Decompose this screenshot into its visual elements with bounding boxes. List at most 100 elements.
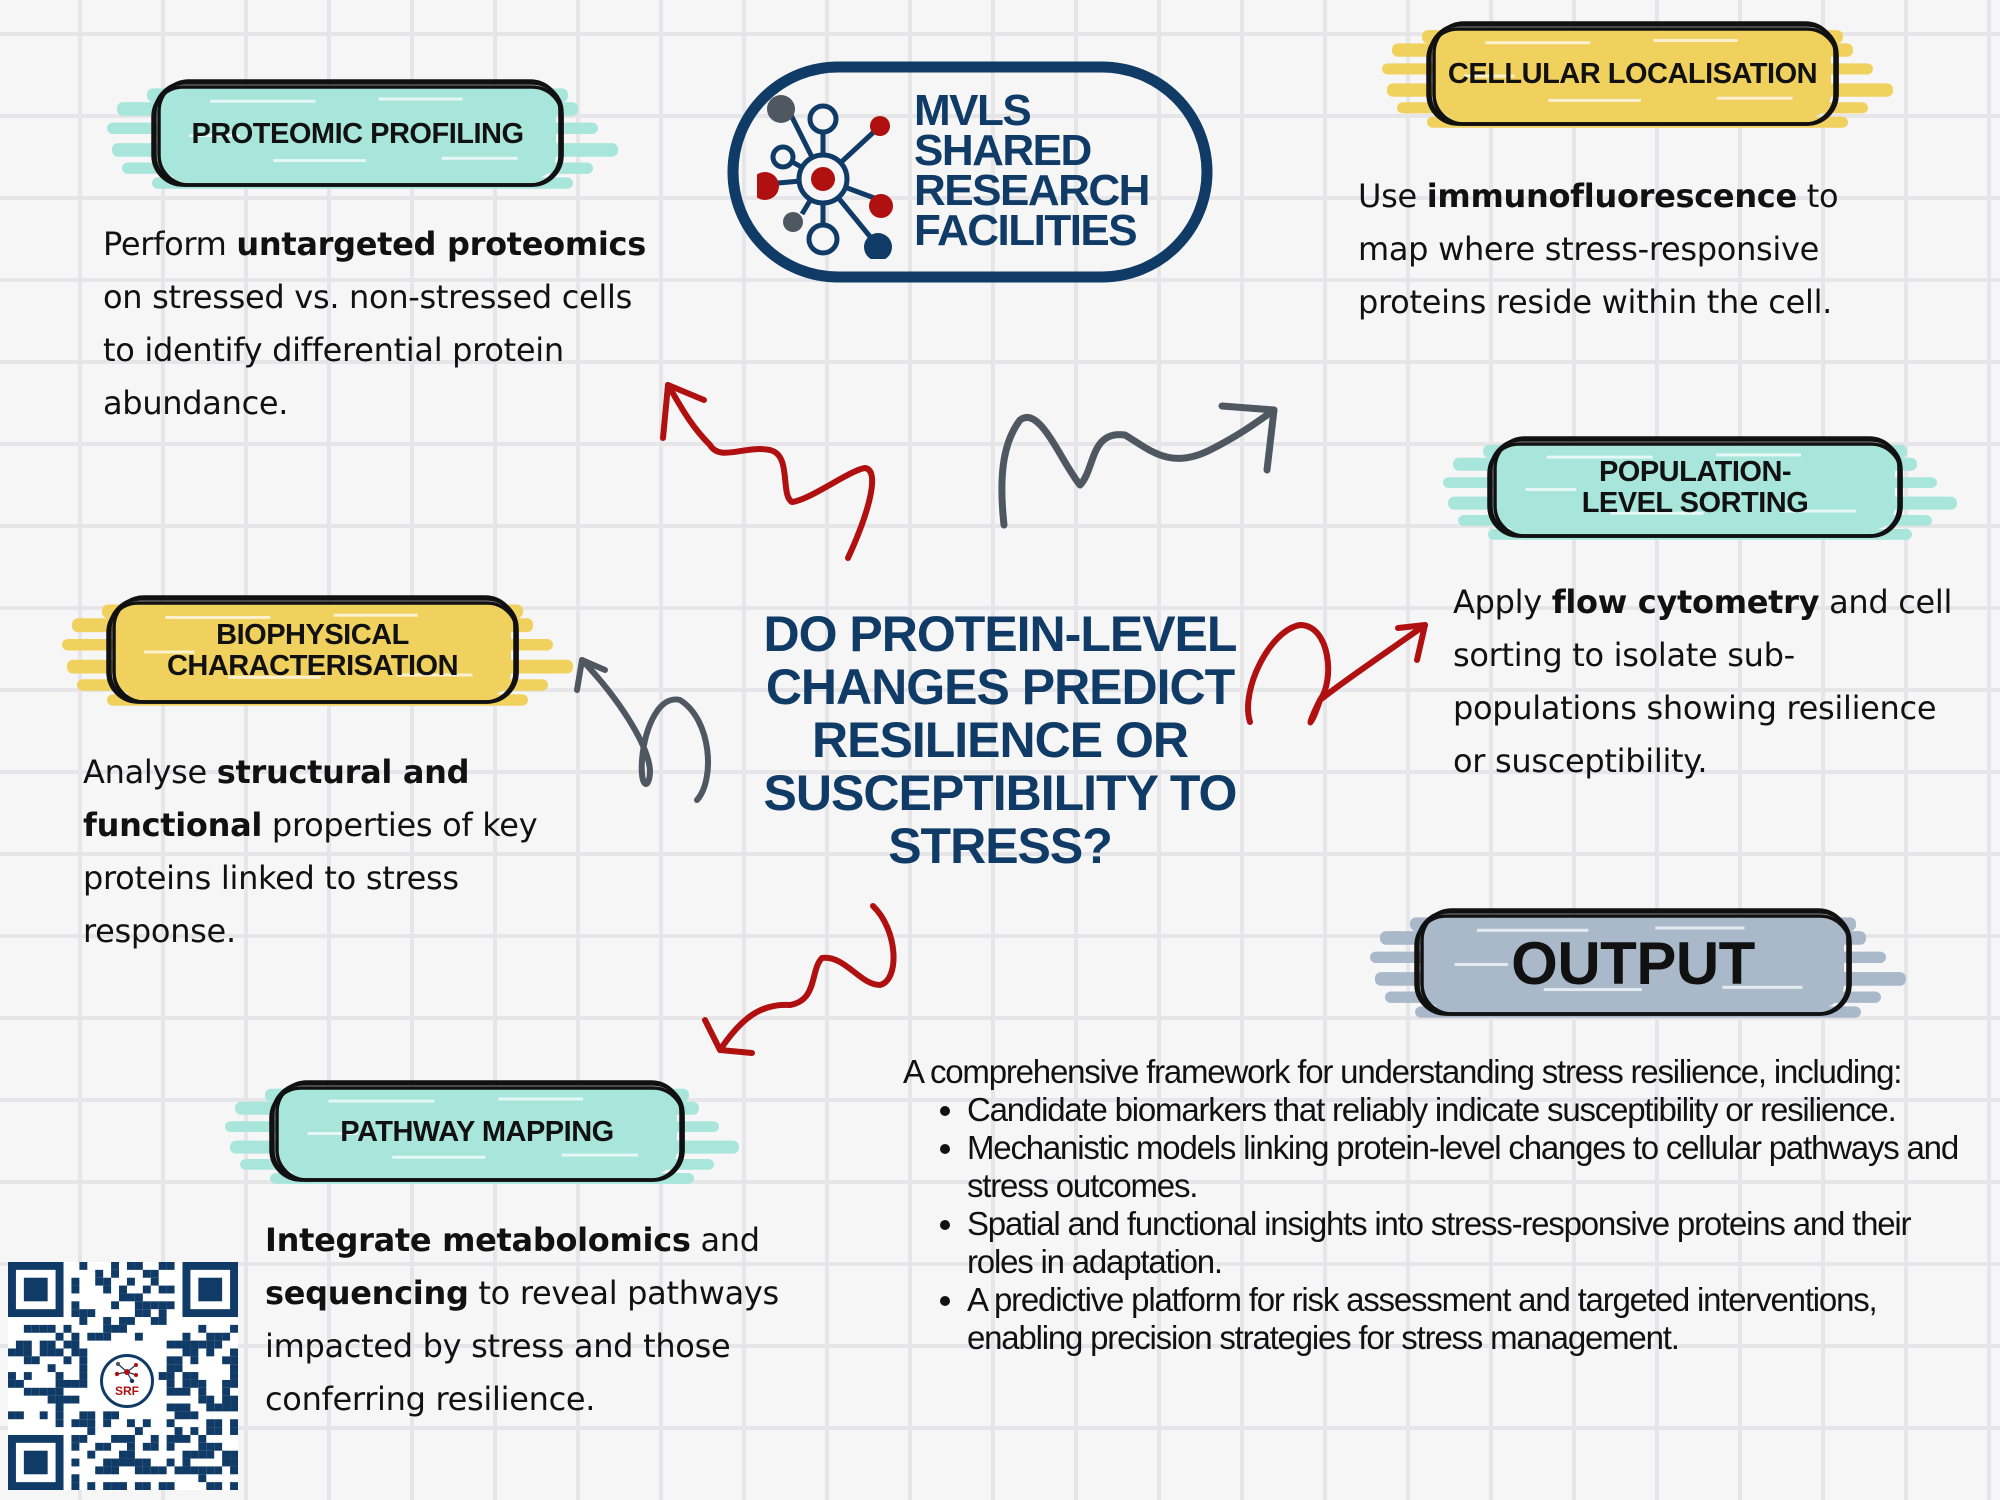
qr-module — [55, 1387, 64, 1396]
qr-module — [55, 1348, 64, 1357]
qr-module — [95, 1466, 104, 1475]
brush-fill — [114, 603, 511, 696]
brush-streak — [165, 616, 271, 619]
qr-module — [126, 1293, 135, 1302]
qr-module — [214, 1340, 223, 1349]
qr-module — [182, 1379, 191, 1388]
qr-module — [126, 1442, 135, 1451]
qr-module — [111, 1301, 120, 1310]
brush-streak — [1779, 509, 1857, 513]
qr-module — [190, 1348, 199, 1357]
central-question: Do protein-level changes predict resilie… — [763, 606, 1238, 874]
qr-module — [230, 1379, 238, 1388]
qr-module — [158, 1372, 167, 1380]
desc-text: on stressed vs. non-stressed cells to id… — [103, 278, 632, 422]
qr-module — [206, 1427, 215, 1435]
qr-module — [87, 1309, 96, 1318]
desc-text: Perform — [103, 225, 237, 263]
qr-module — [111, 1262, 120, 1270]
qr-module — [198, 1387, 207, 1396]
qr-module — [47, 1340, 56, 1349]
brush-streak — [392, 1155, 486, 1159]
qr-module — [142, 1442, 151, 1451]
qr-module — [63, 1395, 72, 1404]
qr-module — [182, 1434, 191, 1443]
qr-module — [71, 1301, 80, 1310]
qr-module — [182, 1372, 191, 1380]
desc-bold: Integrate metabolomics — [265, 1221, 691, 1259]
qr-module — [230, 1482, 238, 1490]
qr-module — [103, 1466, 112, 1475]
qr-module — [134, 1301, 143, 1310]
qr-module — [230, 1348, 238, 1357]
brush-streak — [1454, 963, 1509, 966]
qr-module — [142, 1458, 151, 1467]
qr-module — [142, 1482, 151, 1490]
qr-module — [111, 1411, 120, 1420]
qr-module — [47, 1395, 56, 1404]
desc-proteomic-profiling: Perform untargeted proteomics on stresse… — [103, 218, 663, 430]
qr-module — [55, 1379, 64, 1388]
desc-biophysical-characterisation: Analyse structural and functional proper… — [83, 746, 603, 958]
label-pathway-mapping: Pathway Mapping — [225, 1078, 739, 1186]
qr-module — [174, 1411, 183, 1420]
qr-module — [222, 1379, 231, 1388]
qr-module — [119, 1450, 127, 1459]
qr-module — [39, 1387, 48, 1396]
qr-module — [222, 1458, 231, 1467]
qr-module — [103, 1324, 112, 1333]
qr-module — [95, 1269, 104, 1278]
brush-fill — [1434, 29, 1831, 118]
desc-bold: immunofluorescence — [1426, 177, 1797, 215]
label-output-text: Output — [1511, 929, 1755, 997]
qr-module — [166, 1285, 175, 1294]
qr-module — [103, 1442, 112, 1451]
qr-module — [63, 1324, 72, 1333]
qr-module — [79, 1372, 88, 1380]
qr-module — [71, 1458, 80, 1467]
qr-module — [103, 1411, 112, 1420]
qr-module — [119, 1434, 127, 1443]
qr-module — [79, 1419, 88, 1428]
qr-module — [103, 1458, 112, 1467]
qr-module — [103, 1332, 112, 1341]
qr-module — [87, 1427, 96, 1435]
qr-module — [103, 1317, 112, 1325]
desc-pathway-mapping: Integrate metabolomics and sequencing to… — [265, 1214, 825, 1426]
qr-module — [198, 1466, 207, 1475]
qr-module — [103, 1285, 112, 1294]
brush-streak — [228, 675, 321, 679]
qr-module — [79, 1364, 88, 1373]
qr-module — [142, 1301, 151, 1310]
desc-text: Analyse — [83, 753, 217, 791]
qr-module — [55, 1419, 64, 1428]
label-biophysical-characterisation-text: Biophysical Characterisation — [166, 618, 459, 682]
brush-streak — [1716, 96, 1793, 100]
qr-module — [166, 1387, 175, 1396]
qr-module — [47, 1387, 56, 1396]
output-list: A comprehensive framework for understand… — [903, 1053, 1983, 1357]
qr-module — [230, 1364, 238, 1373]
brush-streak — [1716, 453, 1801, 457]
qr-module — [174, 1434, 183, 1443]
qr-module — [23, 1277, 48, 1302]
qr-module — [174, 1427, 183, 1435]
qr-module — [230, 1466, 238, 1475]
qr-module — [8, 1379, 16, 1388]
qr-module — [39, 1348, 48, 1357]
molecule-network-icon — [114, 1361, 138, 1383]
qr-module — [150, 1434, 159, 1443]
brush-streak — [333, 613, 418, 617]
qr-module — [111, 1269, 120, 1278]
qr-module — [190, 1379, 199, 1388]
qr-module — [71, 1442, 80, 1451]
qr-code[interactable]: SRF — [8, 1262, 238, 1490]
qr-module — [166, 1458, 175, 1467]
qr-module — [166, 1301, 175, 1310]
logo-line-2: SHARED — [914, 126, 1092, 175]
qr-module — [126, 1277, 135, 1286]
qr-module — [166, 1356, 175, 1365]
arrow-to-population-icon — [1245, 622, 1428, 726]
qr-module — [214, 1442, 223, 1451]
